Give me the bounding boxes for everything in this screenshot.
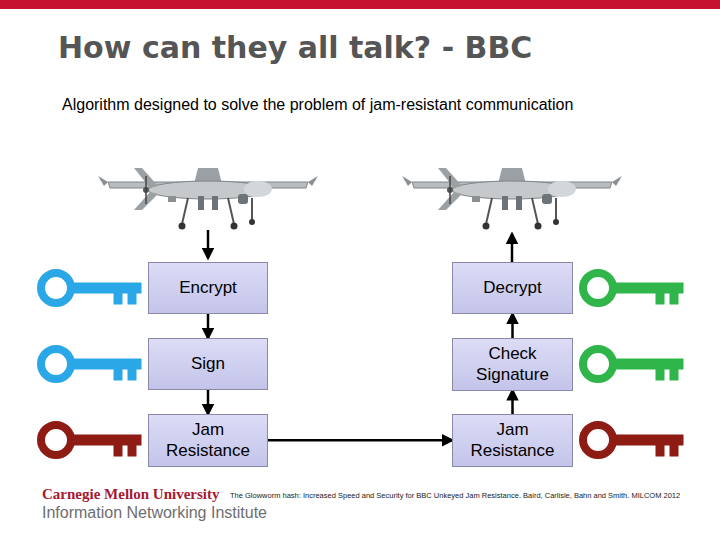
box-text-group: Encrypt bbox=[179, 277, 237, 298]
source-caption: The Glowworm hash: Increased Speed and S… bbox=[230, 491, 680, 500]
box-text-group: Jam Resistance bbox=[459, 419, 566, 462]
process-box: Decrypt bbox=[452, 262, 573, 314]
box-text-group: Jam Resistance bbox=[155, 419, 261, 462]
box-label: Decrypt bbox=[483, 277, 542, 298]
top-bar bbox=[0, 0, 720, 9]
box-label: Encrypt bbox=[179, 277, 237, 298]
process-box: Encrypt bbox=[148, 262, 268, 314]
process-box: Jam Resistance bbox=[148, 414, 268, 467]
logo-institute: Information Networking Institute bbox=[42, 504, 267, 522]
flow-arrow bbox=[511, 391, 514, 415]
subtitle: Algorithm designed to solve the problem … bbox=[62, 96, 573, 114]
flow-arrow bbox=[207, 314, 210, 338]
box-label: Sign bbox=[191, 353, 225, 374]
logo-name: Carnegie Mellon University bbox=[42, 486, 219, 503]
flow-arrow bbox=[268, 439, 452, 442]
box-label: Check Signature bbox=[459, 343, 566, 386]
process-box: Jam Resistance bbox=[452, 414, 573, 467]
box-text-group: Check Signature bbox=[459, 343, 566, 386]
flow-arrow bbox=[207, 390, 210, 414]
box-text-group: Sign bbox=[191, 353, 225, 374]
flow-arrow bbox=[511, 314, 514, 338]
box-text-group: Decrypt bbox=[483, 277, 542, 298]
box-label: Jam Resistance bbox=[459, 419, 566, 462]
process-box: Check Signature bbox=[452, 338, 573, 391]
process-box: Sign bbox=[148, 338, 268, 390]
slide-title: How can they all talk? - BBC bbox=[58, 30, 532, 65]
box-label: Jam Resistance bbox=[155, 419, 261, 462]
